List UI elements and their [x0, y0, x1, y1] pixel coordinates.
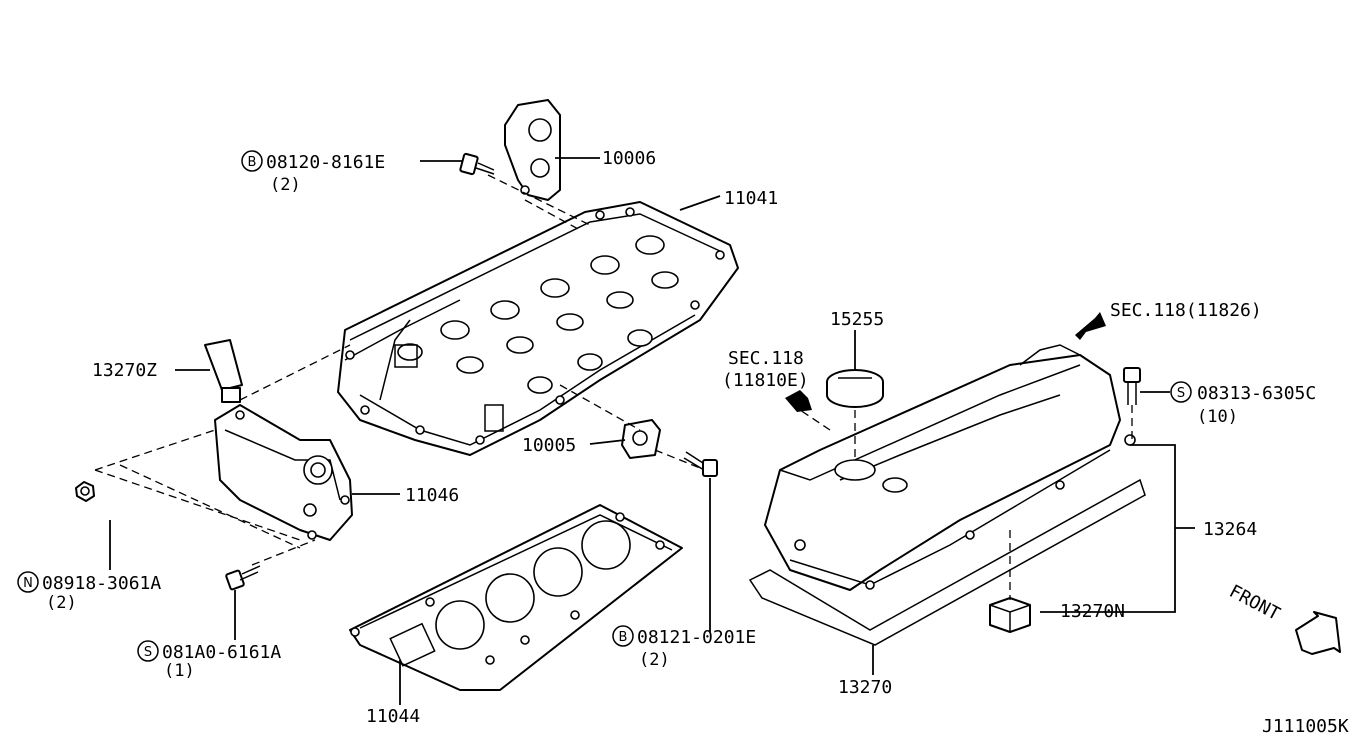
fastener-code: 08918-3061A: [42, 573, 161, 594]
grommet-13270n: [989, 597, 1031, 633]
front-indicator: FRONT: [1226, 581, 1341, 655]
fastener-code: 081A0-6161A: [162, 642, 281, 663]
label-13264: 13264: [1203, 519, 1257, 540]
nut-08918-3061a: [75, 481, 95, 502]
label-11041: 11041: [724, 188, 778, 209]
diagram-id: J111005K: [1262, 716, 1349, 736]
label-13270: 13270: [838, 677, 892, 698]
fastener-08313-6305c: S 08313-6305C (10): [1140, 381, 1316, 427]
section-arrow-a: [785, 390, 812, 412]
label-13270n: 13270N: [1060, 601, 1125, 622]
sec-ref-a-line2: (11810E): [722, 370, 809, 391]
label-15255: 15255: [830, 309, 884, 330]
label-10006: 10006: [602, 148, 656, 169]
fastener-081a0-6161a: S 081A0-6161A (1): [137, 640, 281, 681]
fastener-qty: (1): [164, 661, 195, 681]
tube-13270z: [204, 339, 243, 403]
bolt-08120-8161e: [459, 152, 495, 176]
bolt-081a0-6161a: [225, 565, 261, 591]
fastener-prefix: B: [248, 155, 257, 170]
head-gasket-11044: [349, 504, 683, 691]
fastener-code: 08121-0201E: [637, 627, 756, 648]
cover-11046: [214, 404, 353, 541]
fastener-qty: (10): [1197, 407, 1238, 427]
sec-ref-b: SEC.118(11826): [1110, 300, 1262, 321]
label-11046: 11046: [405, 485, 459, 506]
bolt-08313-6305c: [1123, 367, 1141, 405]
fastener-qty: (2): [46, 593, 77, 613]
fastener-08120-8161e: B 08120-8161E (2): [241, 150, 462, 195]
part-10005: [621, 419, 661, 459]
fastener-code: 08120-8161E: [266, 152, 385, 173]
label-10005: 10005: [522, 435, 576, 456]
fastener-qty: (2): [270, 175, 301, 195]
fastener-prefix: S: [1177, 386, 1185, 401]
bolt-08121-0201e: [683, 451, 718, 477]
fastener-prefix: B: [619, 630, 628, 645]
fastener-08121-0201e: B 08121-0201E (2): [612, 625, 756, 670]
cylinder-head: [337, 201, 739, 456]
gasket-13270: [748, 478, 1146, 646]
fastener-prefix: S: [144, 645, 152, 660]
fastener-08918-3061a: N 08918-3061A (2): [17, 571, 161, 613]
fastener-qty: (2): [639, 650, 670, 670]
fastener-prefix: N: [23, 576, 33, 591]
section-arrow-b: [1075, 312, 1106, 340]
front-label: FRONT: [1226, 581, 1284, 625]
label-13270z: 13270Z: [92, 360, 157, 381]
label-11044: 11044: [366, 706, 420, 727]
fastener-code: 08313-6305C: [1197, 383, 1316, 404]
sec-ref-a-line1: SEC.118: [728, 348, 804, 369]
rocker-cover-13264: [764, 344, 1136, 591]
oil-cap-15255: [826, 369, 884, 408]
bracket-10006: [504, 99, 561, 201]
